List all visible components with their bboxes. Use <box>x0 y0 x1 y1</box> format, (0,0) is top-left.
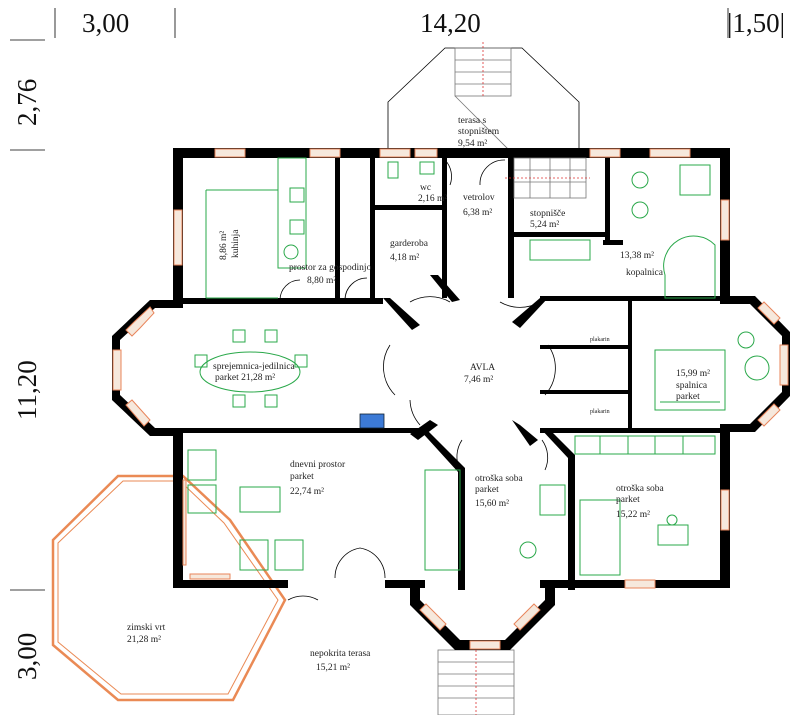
doors <box>279 159 556 601</box>
label-avla-area: 7,46 m² <box>464 375 493 385</box>
label-kuhinja: kuhinja <box>231 229 241 258</box>
label-otroska2-area: 15,22 m² <box>616 510 650 520</box>
label-terasa-line2: stopništem <box>458 127 500 137</box>
room-labels: terasa s stopništem 9,54 m² wc 2,16 m² v… <box>127 116 710 673</box>
dimension-lines <box>10 8 729 591</box>
windows <box>112 148 789 650</box>
label-terasa-area: 9,54 m² <box>458 139 487 149</box>
label-dnevni-area: 22,74 m² <box>290 487 324 497</box>
label-nepokrita-area: 15,21 m² <box>316 663 350 673</box>
label-zimski: zimski vrt <box>127 623 166 633</box>
label-garderoba-area: 4,18 m² <box>390 253 419 263</box>
label-avla: AVLA <box>470 363 495 373</box>
dimension-top-right: |1,50| <box>727 8 785 38</box>
top-terrace-outline <box>387 42 580 153</box>
label-gospodinjo-area: 8,80 m² <box>307 276 336 286</box>
label-nepokrita: nepokrita terasa <box>310 649 371 659</box>
interior-walls <box>183 158 725 590</box>
label-kopalnica-area: 13,38 m² <box>620 251 654 261</box>
label-kopalnica: kopalnica <box>626 268 664 278</box>
label-terasa-line1: terasa s <box>458 116 487 126</box>
label-otroska2-parket: parket <box>616 495 640 505</box>
label-wc: wc <box>420 183 431 193</box>
label-zimski-area: 21,28 m² <box>127 635 161 645</box>
label-spalnica-area: 15,99 m² <box>676 369 710 379</box>
label-spalnica-parket: parket <box>676 392 700 402</box>
label-vetrolov-area: 6,38 m² <box>463 208 492 218</box>
label-stopnisce-area: 5,24 m² <box>530 220 559 230</box>
label-wc-area: 2,16 m² <box>418 194 447 204</box>
dimension-top-left: 3,00 <box>82 8 129 38</box>
label-stopnisce: stopnišče <box>530 209 565 219</box>
label-otroska1: otroška soba <box>475 474 524 484</box>
dimension-left-middle: 11,20 <box>12 360 42 420</box>
dimension-left-bottom: 3,00 <box>12 633 42 680</box>
label-jedilnica-area: parket 21,28 m² <box>215 373 275 383</box>
bottom-steps <box>437 649 515 715</box>
label-jedilnica: sprejemnica-jedilnica <box>213 362 296 372</box>
label-vetrolov: vetrolov <box>463 193 495 203</box>
label-otroska2: otroška soba <box>616 484 665 494</box>
label-wardrobe-upper: plakarin <box>590 337 610 343</box>
label-dnevni: dnevni prostor <box>290 460 346 470</box>
label-spalnica: spalnica <box>676 381 708 391</box>
furniture <box>187 157 770 576</box>
label-otroska1-area: 15,60 m² <box>475 499 509 509</box>
label-otroska1-parket: parket <box>475 485 499 495</box>
label-wardrobe-lower: plakarin <box>590 409 610 415</box>
label-dnevni-parket: parket <box>290 472 314 482</box>
label-garderoba: garderoba <box>390 239 429 249</box>
dimension-top-center: 14,20 <box>420 8 481 38</box>
dimension-left-top: 2,76 <box>12 79 42 126</box>
label-gospodinjo: prostor za gospodinjo <box>289 263 372 273</box>
label-kuhinja-area: 8,86 m² <box>219 231 229 260</box>
winter-garden-outline <box>51 474 287 702</box>
sink-fixture <box>359 413 385 429</box>
staircase <box>505 157 590 199</box>
